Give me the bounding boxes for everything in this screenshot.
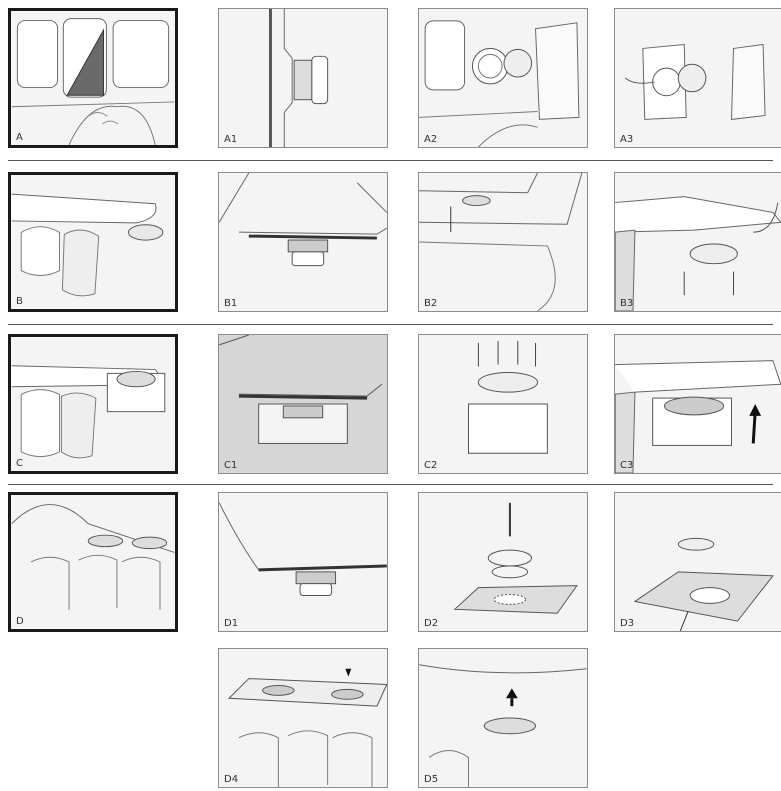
speaker-icon (463, 196, 491, 206)
speaker-icon (678, 64, 706, 92)
panel-b3: B3 (614, 172, 781, 312)
speaker-icon (117, 371, 155, 386)
speaker-icon (678, 538, 713, 550)
panel-d3: D3 (614, 492, 781, 632)
row-separator (8, 484, 773, 485)
speaker-icon (504, 49, 532, 77)
shelf-installed-illustration (419, 649, 587, 787)
panel-label: D2 (424, 618, 438, 629)
rear-window-illustration (11, 11, 175, 145)
speaker-icon (263, 685, 295, 695)
panel-label: A2 (424, 134, 437, 145)
panel-a: A (8, 8, 178, 148)
panel-label: A3 (620, 134, 633, 145)
speaker-icon (128, 225, 162, 240)
panel-d: D (8, 492, 178, 632)
panel-label: A (16, 132, 23, 143)
up-arrow-icon (506, 688, 518, 698)
panel-b2: B2 (418, 172, 588, 312)
panel-d5: D5 (418, 648, 588, 788)
speaker-magnet-icon (283, 406, 322, 418)
panel-d2: D2 (418, 492, 588, 632)
panel-label: D1 (224, 618, 238, 629)
box-assembly-exploded (419, 335, 587, 473)
rear-deck-illustration (11, 175, 175, 309)
speaker-enclosure (469, 404, 548, 453)
panel-a3: A3 (614, 8, 781, 148)
panel-label: B2 (424, 298, 437, 309)
hole-cutting-illustration (419, 493, 587, 631)
row-separator (8, 324, 773, 325)
speaker-icon (332, 689, 364, 699)
speaker-box-illustration (11, 337, 175, 471)
panel-c: C (8, 334, 178, 474)
panel-label: C (16, 458, 23, 469)
panel-label: D4 (224, 774, 238, 785)
speaker-icon (690, 244, 737, 264)
panel-label: B1 (224, 298, 237, 309)
box-installed-illustration (615, 335, 781, 473)
rear-seat-interior-illustration (11, 495, 175, 629)
box-cross-section (219, 335, 387, 473)
panel-c3: C3 (614, 334, 781, 474)
panel-b: B (8, 172, 178, 312)
down-arrow-icon (345, 669, 351, 677)
speaker-install-exploded (615, 173, 781, 311)
door-panel-cross-section (219, 9, 387, 147)
speaker-magnet-icon (296, 572, 335, 584)
panel-label: C1 (224, 460, 237, 471)
panel-label: B (16, 296, 23, 307)
speaker-icon (665, 397, 724, 415)
panel-label: D5 (424, 774, 438, 785)
panel-label: A1 (224, 134, 237, 145)
panel-c1: C1 (218, 334, 388, 474)
panel-label: C3 (620, 460, 633, 471)
panel-a2: A2 (418, 8, 588, 148)
speaker-grille-cover (536, 23, 579, 120)
row-separator (8, 160, 773, 161)
panel-label: D (16, 616, 24, 627)
grille-removal-illustration (419, 9, 587, 147)
panel-c2: C2 (418, 334, 588, 474)
speaker-mounting-exploded (615, 9, 781, 147)
panel-d4: D4 (218, 648, 388, 788)
up-arrow-icon (753, 412, 755, 444)
speaker-drop-in-illustration (615, 493, 781, 631)
shelf-cross-section (219, 493, 387, 631)
speaker-magnet-icon (294, 60, 312, 99)
shelf-with-speakers-illustration (219, 649, 387, 787)
panel-label: B3 (620, 298, 633, 309)
panel-a1: A1 (218, 8, 388, 148)
panel-b1: B1 (218, 172, 388, 312)
panel-label: C2 (424, 460, 437, 471)
trunk-view-illustration (419, 173, 587, 311)
panel-label: D3 (620, 618, 634, 629)
speaker-icon (88, 535, 122, 546)
rear-deck-cross-section (219, 173, 387, 311)
speaker-icon (478, 372, 537, 392)
panel-d1: D1 (218, 492, 388, 632)
speaker-icon (484, 718, 535, 734)
speaker-icon (132, 537, 166, 548)
speaker-magnet-icon (288, 240, 327, 252)
